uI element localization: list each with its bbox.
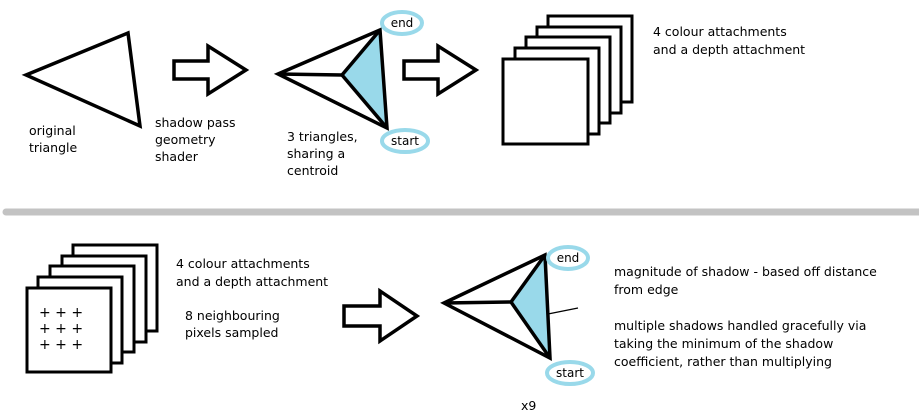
shaded-edge-b: [509, 253, 547, 304]
end-pill-bottom: [546, 245, 590, 271]
shaded-triangle-outline: [440, 252, 552, 361]
geometry-shader-label-1: shadow pass: [155, 115, 236, 130]
attachment-stack-top: [501, 14, 634, 146]
attachment-stack-bottom: [25, 243, 159, 374]
shaded-edge-a: [443, 300, 512, 305]
start-label-bottom: start: [556, 366, 584, 380]
attachments-top-label-2: and a depth attachment: [653, 42, 806, 57]
attachments-bottom-label-1: 4 colour attachments: [176, 256, 310, 271]
multiplier-label: x9: [521, 398, 537, 413]
sampling-label-1: 8 neighbouring: [185, 308, 280, 323]
split-triangles-label-3: centroid: [287, 163, 339, 178]
arrow-3: [342, 287, 421, 345]
split-triangle-outline: [273, 27, 389, 131]
arrow-2: [402, 42, 480, 98]
plus-row-1: + + +: [39, 305, 84, 321]
shaded-edge-c: [509, 300, 552, 360]
distance-indicator: [547, 307, 579, 315]
arrow-1: [172, 42, 250, 98]
split-edge-c: [340, 73, 389, 130]
end-label-bottom: end: [556, 251, 580, 265]
original-triangle-label-1: original: [29, 123, 76, 138]
geometry-shader-label-2: geometry: [155, 132, 216, 147]
end-label-top: end: [390, 16, 414, 30]
start-pill-bottom: [545, 360, 595, 386]
magnitude-note-2: from edge: [614, 282, 679, 297]
multiple-note-3: coefficient, rather than multiplying: [614, 354, 832, 369]
split-triangles-label-1: 3 triangles,: [287, 129, 358, 144]
split-edge-b: [340, 28, 382, 77]
attachments-bottom-label-2: and a depth attachment: [176, 274, 329, 289]
attachments-top-label-1: 4 colour attachments: [653, 24, 787, 39]
original-triangle-label-2: triangle: [29, 140, 78, 155]
geometry-shader-label-3: shader: [155, 149, 198, 164]
start-pill-top: [380, 128, 430, 154]
split-triangle-highlight: [342, 30, 387, 128]
multiple-note-1: multiple shadows handled gracefully via: [614, 318, 867, 333]
end-pill-top: [380, 10, 424, 36]
shaded-triangle-highlight: [511, 255, 550, 358]
original-triangle: [21, 30, 143, 129]
plus-row-3: + + +: [39, 337, 84, 353]
start-label-top: start: [391, 134, 419, 148]
split-edge-a: [277, 72, 343, 77]
multiple-note-2: taking the minimum of the shadow: [614, 336, 834, 351]
magnitude-note-1: magnitude of shadow - based off distance: [614, 264, 877, 279]
sampling-label-2: pixels sampled: [185, 325, 279, 340]
plus-row-2: + + +: [39, 321, 84, 337]
split-triangles-label-2: sharing a: [287, 146, 346, 161]
